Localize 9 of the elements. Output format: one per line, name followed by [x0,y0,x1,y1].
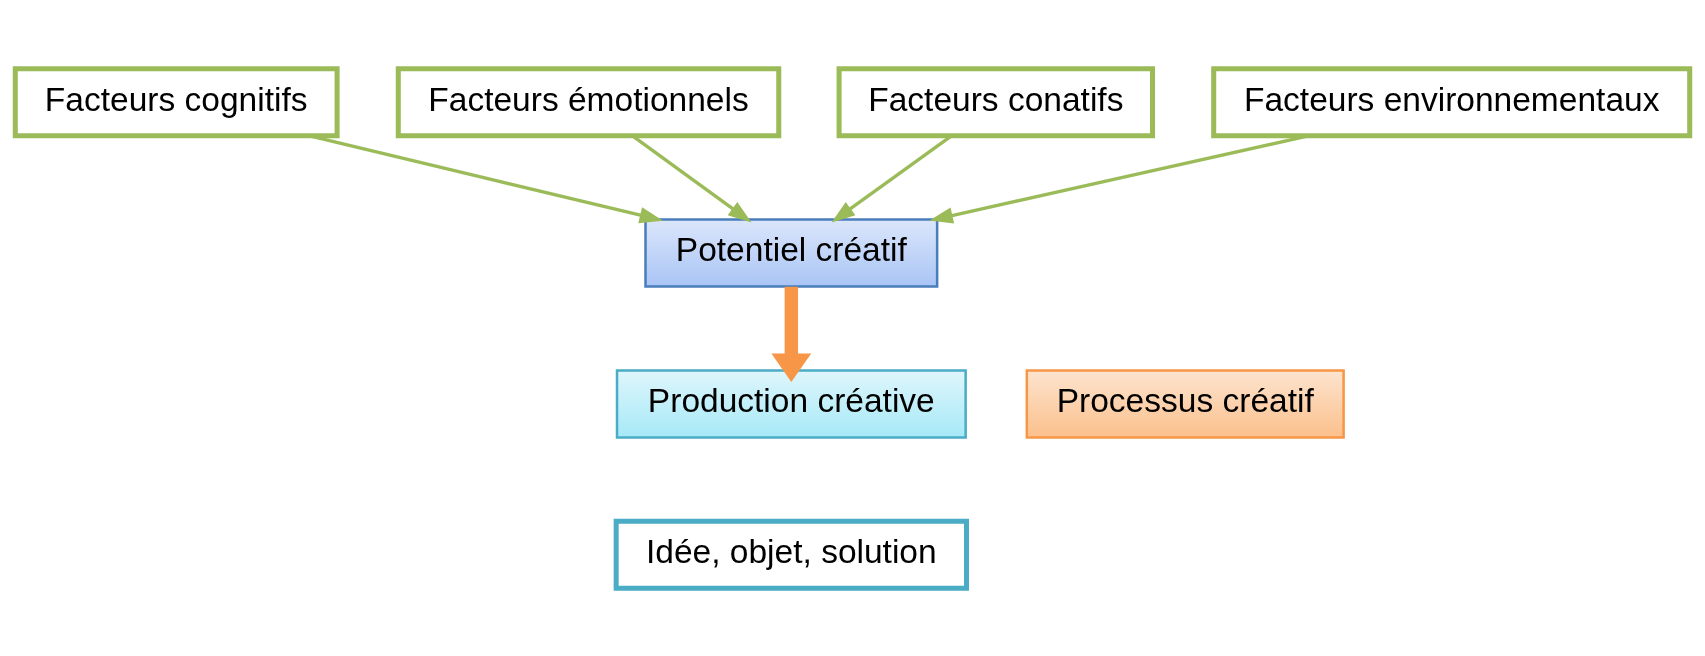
node-box: Processus créatif [1025,368,1345,439]
node-box: Facteurs émotionnels [395,65,782,138]
node-box: Facteurs conatifs [836,65,1156,138]
node-box: Potentiel créatif [644,217,939,288]
node-box: Facteurs environnementaux [1211,65,1693,138]
node-box: Facteurs cognitifs [12,65,340,138]
arrow [771,286,812,382]
node-box: Idée, objet, solution [613,518,969,591]
node-box: Production créative [615,368,967,439]
